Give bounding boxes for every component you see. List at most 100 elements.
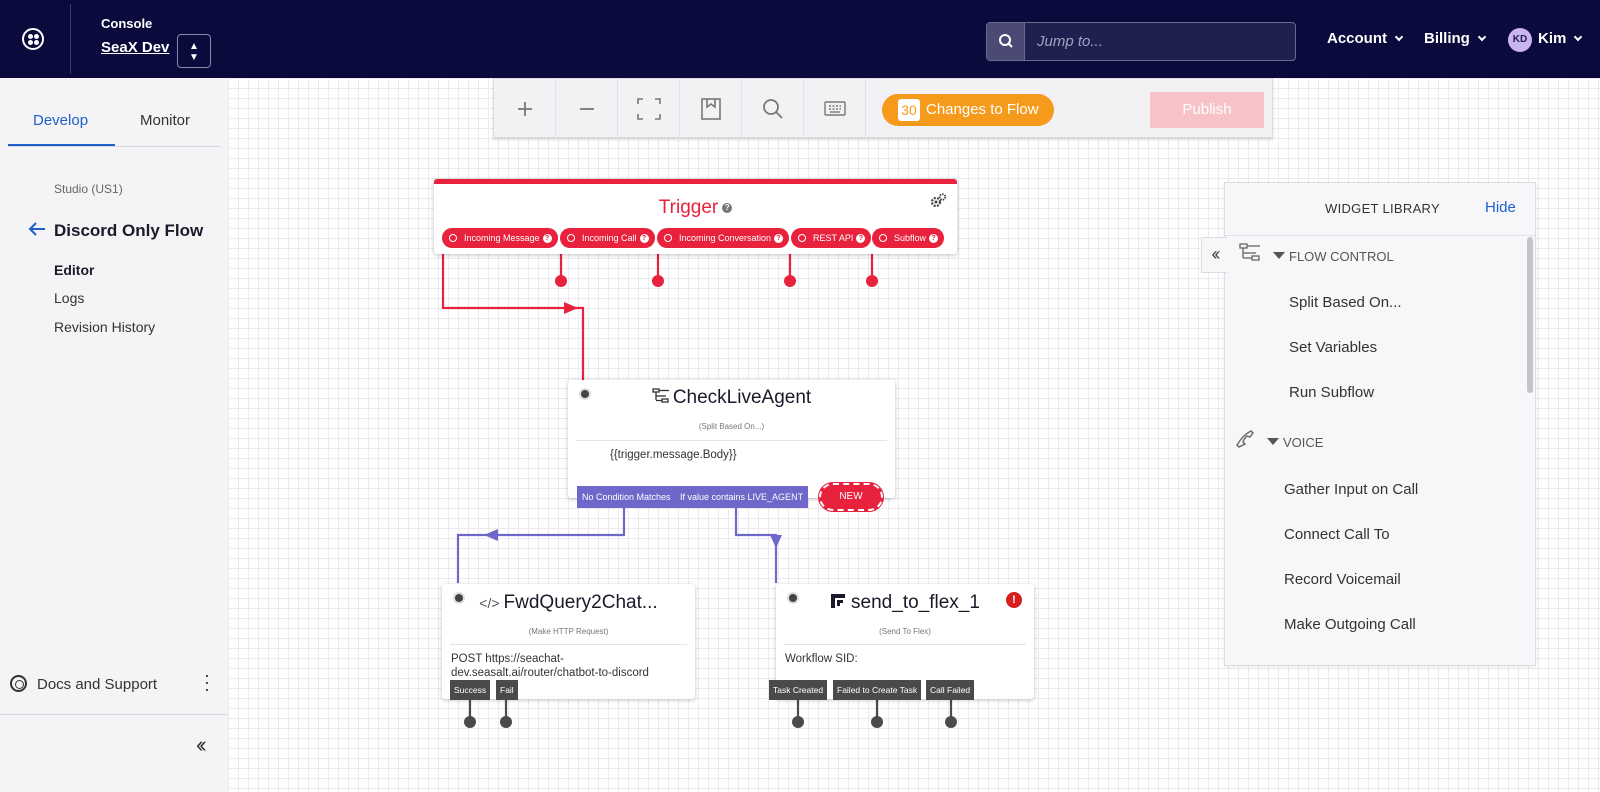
- hide-library-link[interactable]: Hide: [1485, 199, 1516, 216]
- back-arrow-icon[interactable]: [28, 221, 46, 237]
- widget-divider: [450, 644, 687, 645]
- library-item-make-outgoing-call[interactable]: Make Outgoing Call: [1284, 616, 1416, 633]
- tab-develop[interactable]: Develop: [33, 112, 89, 129]
- section-voice[interactable]: VOICE: [1267, 435, 1323, 450]
- fit-to-screen-button[interactable]: [618, 79, 680, 139]
- billing-menu-label: Billing: [1424, 30, 1470, 47]
- help-icon: ?: [929, 234, 939, 243]
- trigger-event-label: Incoming Conversation: [679, 233, 772, 243]
- library-scrollbar[interactable]: [1527, 237, 1533, 393]
- widget-library-title: WIDGET LIBRARY: [1325, 201, 1440, 216]
- account-name-link[interactable]: SeaX Dev: [101, 39, 170, 56]
- bookmark-button[interactable]: [680, 79, 742, 139]
- http-request-line-1: POST https://seachat-: [451, 653, 564, 665]
- library-item-gather-input[interactable]: Gather Input on Call: [1284, 481, 1419, 498]
- search-button[interactable]: [987, 23, 1025, 60]
- library-item-run-subflow[interactable]: Run Subflow: [1289, 384, 1375, 401]
- user-avatar[interactable]: KD: [1508, 28, 1532, 52]
- more-options-icon[interactable]: ···: [204, 665, 210, 699]
- condition-no-match[interactable]: No Condition Matches: [577, 486, 676, 508]
- new-transition-button[interactable]: NEW: [819, 483, 883, 511]
- sidebar-item-editor[interactable]: Editor: [54, 262, 95, 278]
- help-icon: ?: [774, 234, 784, 243]
- zoom-out-button[interactable]: [556, 79, 618, 139]
- error-icon[interactable]: !: [1006, 592, 1022, 608]
- changes-to-flow-button[interactable]: 30 Changes to Flow: [882, 94, 1054, 126]
- split-icon: [652, 388, 669, 403]
- transition-task-created[interactable]: Task Created: [769, 680, 828, 700]
- widget-input-handle[interactable]: [787, 592, 799, 604]
- account-switcher-button[interactable]: ▲▼: [177, 34, 211, 68]
- arrowhead-no-condition: [484, 529, 498, 541]
- widget-title: </>FwdQuery2Chat...: [442, 592, 695, 614]
- library-item-split-based-on[interactable]: Split Based On...: [1289, 294, 1402, 311]
- section-flow-control[interactable]: FLOW CONTROL: [1273, 249, 1394, 264]
- library-divider: [1225, 235, 1535, 236]
- docs-and-support-link[interactable]: Docs and Support: [37, 676, 158, 693]
- zoom-out-icon: [580, 108, 594, 110]
- trigger-event-incoming-call[interactable]: Incoming Call?: [560, 228, 655, 248]
- widget-divider: [784, 644, 1026, 645]
- output-dot-success: [464, 716, 476, 728]
- output-dot-incoming-conversation: [652, 275, 664, 287]
- user-menu[interactable]: Kim: [1538, 30, 1583, 47]
- active-tab-indicator: [8, 144, 115, 146]
- changes-count-badge: 30: [898, 99, 920, 121]
- lifebuoy-icon: [10, 675, 27, 692]
- widget-input-handle[interactable]: [579, 388, 591, 400]
- fwd-query-widget[interactable]: </>FwdQuery2Chat... (Make HTTP Request) …: [442, 584, 695, 699]
- trigger-event-incoming-message[interactable]: Incoming Message?: [442, 228, 558, 248]
- help-icon: ?: [856, 234, 866, 243]
- keyboard-shortcuts-button[interactable]: [804, 79, 866, 139]
- library-item-set-variables[interactable]: Set Variables: [1289, 339, 1378, 356]
- split-expression: {{trigger.message.Body}}: [610, 449, 737, 461]
- flow-control-icon: [1239, 243, 1260, 261]
- output-dot-incoming-call: [555, 275, 567, 287]
- keyboard-icon: [824, 101, 846, 116]
- widget-type-label: (Split Based On...): [698, 422, 765, 431]
- canvas-toolbar: 30 Changes to Flow Publish: [493, 78, 1273, 139]
- trigger-event-subflow[interactable]: Subflow?: [872, 228, 945, 248]
- account-menu[interactable]: Account: [1327, 30, 1404, 47]
- section-label: VOICE: [1283, 435, 1324, 450]
- zoom-in-button[interactable]: [494, 79, 556, 139]
- transition-failed-to-create-task[interactable]: Failed to Create Task: [833, 680, 922, 700]
- console-label: Console: [101, 16, 153, 31]
- user-name: Kim: [1538, 30, 1567, 47]
- widget-input-handle[interactable]: [453, 592, 465, 604]
- billing-menu[interactable]: Billing: [1424, 30, 1487, 47]
- trigger-event-incoming-conversation[interactable]: Incoming Conversation?: [657, 228, 790, 248]
- trigger-event-label: Incoming Message: [464, 233, 540, 243]
- collapse-sidebar-icon[interactable]: ‹‹: [196, 732, 206, 757]
- library-item-record-voicemail[interactable]: Record Voicemail: [1284, 571, 1401, 588]
- arrowhead-live-agent: [770, 535, 782, 548]
- chevron-down-icon: [1394, 32, 1404, 42]
- transition-success[interactable]: Success: [450, 680, 491, 700]
- trigger-event-rest-api[interactable]: REST API?: [791, 228, 872, 248]
- widget-title-text: CheckLiveAgent: [672, 387, 812, 408]
- transition-fail[interactable]: Fail: [496, 680, 518, 700]
- tab-monitor[interactable]: Monitor: [140, 112, 191, 129]
- widget-divider: [576, 440, 887, 441]
- twilio-logo-icon[interactable]: [22, 28, 44, 50]
- publish-button[interactable]: Publish: [1150, 92, 1264, 128]
- search-icon: [763, 99, 783, 119]
- check-live-agent-widget[interactable]: CheckLiveAgent (Split Based On...) {{tri…: [568, 380, 895, 498]
- trigger-widget[interactable]: Trigger? Incoming Message? Incoming Call…: [434, 179, 957, 254]
- sidebar-item-revision-history[interactable]: Revision History: [54, 319, 156, 335]
- transition-call-failed[interactable]: Call Failed: [926, 680, 975, 700]
- code-icon: </>: [479, 595, 500, 611]
- gears-icon[interactable]: [929, 192, 947, 210]
- library-item-connect-call[interactable]: Connect Call To: [1284, 526, 1390, 543]
- caret-down-icon: [1267, 438, 1279, 445]
- widget-title-text: send_to_flex_1: [851, 592, 980, 613]
- send-to-flex-widget[interactable]: send_to_flex_1 ! (Send To Flex) Workflow…: [776, 584, 1034, 699]
- jump-to-search-input[interactable]: [1025, 23, 1295, 60]
- help-icon[interactable]: ?: [722, 202, 733, 213]
- sidebar-item-logs[interactable]: Logs: [54, 290, 85, 306]
- condition-live-agent[interactable]: If value contains LIVE_AGENT: [675, 486, 809, 508]
- find-widget-button[interactable]: [742, 79, 804, 139]
- collapse-library-icon[interactable]: ‹‹: [1201, 237, 1227, 273]
- search-box: [986, 22, 1296, 61]
- chevron-up-down-icon: ▲▼: [189, 41, 199, 63]
